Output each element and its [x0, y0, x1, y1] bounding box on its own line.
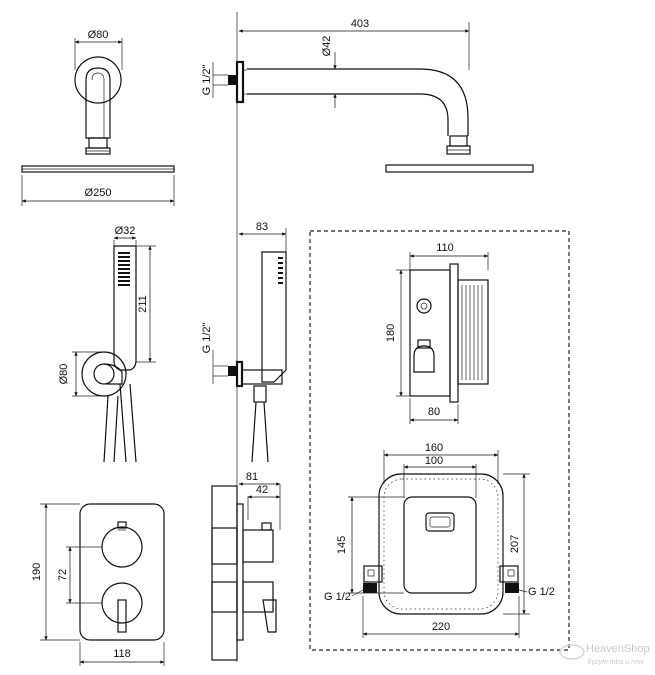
watermark-brand: HeavenShop	[586, 643, 650, 655]
box-side-depth-label: 80	[428, 406, 440, 418]
hand-shower-side-view: 83 G 1/2"	[201, 221, 287, 463]
head-arm-diameter-label: Ø80	[88, 29, 109, 41]
heavenshop-watermark: HeavenShop kyzyfe mba u neiv	[559, 643, 650, 666]
watermark-tagline: kyzyfe mba u neiv	[588, 659, 645, 666]
box-side-width-label: 110	[436, 242, 454, 254]
head-diameter-label: Ø250	[85, 187, 112, 199]
box-side-view: 110 180 80	[385, 242, 489, 424]
box-inner-width-label: 100	[425, 455, 443, 467]
box-thread-left-label: G 1/2	[324, 591, 351, 603]
mixer-depth-front-label: 42	[256, 484, 268, 496]
hand-shower-view: Ø32 211 Ø80	[58, 225, 156, 463]
box-outer-width-label: 160	[425, 442, 443, 454]
spray-nozzles	[118, 252, 130, 286]
box-mount-width-label: 220	[432, 621, 450, 633]
arm-thread-label: G 1/2"	[201, 65, 213, 96]
hand-handle-diameter-label: Ø32	[115, 225, 136, 237]
box-outer-height-label: 207	[509, 535, 521, 553]
arm-length-label: 403	[351, 18, 369, 30]
mixer-front-view: 190 72 118	[31, 503, 165, 666]
mixer-side-view: 81 42	[211, 471, 281, 661]
box-side-height-label: 180	[385, 324, 397, 342]
hand-holder-diameter-label: Ø80	[58, 364, 70, 385]
box-inner-height-label: 145	[336, 536, 348, 554]
head-shower-view: Ø80 Ø250	[21, 29, 175, 206]
mixer-width-label: 118	[113, 648, 131, 660]
mixer-depth-total-label: 81	[246, 471, 258, 483]
concealed-box-frame	[309, 230, 570, 651]
side-nozzles	[278, 257, 283, 284]
box-grip-pattern	[461, 285, 483, 380]
hand-length-label: 211	[137, 295, 149, 313]
mixer-height-label: 190	[31, 563, 43, 581]
wall-arm-view: 403 G 1/2" Ø42	[201, 18, 534, 173]
hand-thread-label: G 1/2"	[201, 323, 213, 354]
arm-pipe-diameter-label: Ø42	[321, 36, 333, 57]
box-thread-right-label: G 1/2	[528, 586, 555, 598]
box-front-view: 160 100 145 207 G 1/2 G 1/2	[324, 442, 555, 638]
hand-depth-label: 83	[256, 221, 268, 233]
mixer-knob-spacing-label: 72	[57, 569, 69, 581]
